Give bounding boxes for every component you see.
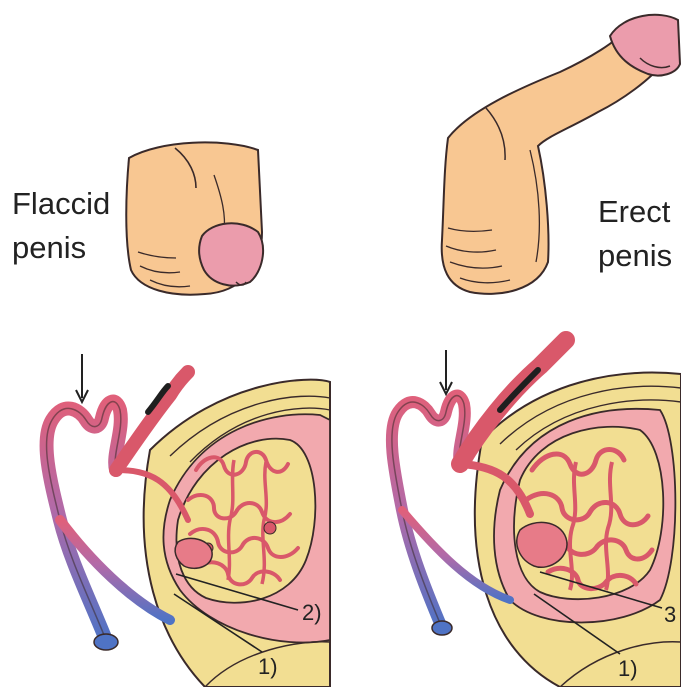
erect-label-line1: Erect	[598, 194, 671, 229]
erect-callout-1: 1)	[618, 656, 638, 681]
flaccid-callout-1: 1)	[258, 654, 278, 679]
erect-cross-section	[475, 373, 681, 687]
erect-label-line2: penis	[598, 238, 672, 273]
erect-flow-arrow	[440, 350, 452, 394]
flaccid-cross-section	[144, 380, 330, 687]
flaccid-callout-2: 2)	[302, 600, 322, 625]
flaccid-glans	[199, 223, 263, 285]
erect-callout-3: 3	[664, 602, 676, 627]
flaccid-flow-arrow	[76, 354, 88, 402]
flaccid-label-line1: Flaccid	[12, 186, 110, 221]
flaccid-label-line2: penis	[12, 230, 86, 265]
flaccid-penis-illustration	[126, 142, 263, 294]
